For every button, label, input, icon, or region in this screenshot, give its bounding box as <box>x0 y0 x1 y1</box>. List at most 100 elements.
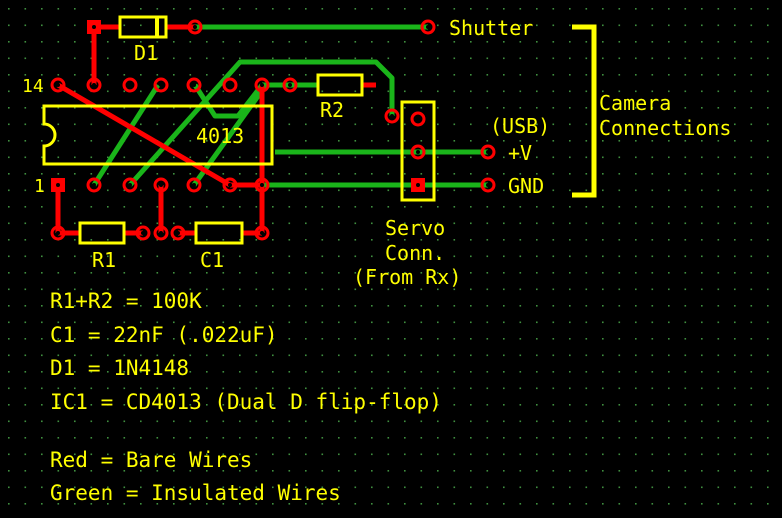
wire-pin2-r2 <box>91 83 161 187</box>
grid-dot <box>189 41 192 43</box>
grid-dot <box>305 8 307 10</box>
grid-dot <box>684 420 687 423</box>
grid-dot <box>305 41 307 43</box>
grid-dot <box>717 255 720 258</box>
grid-dot <box>321 404 324 406</box>
round-pad <box>153 77 169 93</box>
grid-dot <box>618 140 621 142</box>
grid-dot <box>519 453 522 456</box>
grid-dot <box>371 321 373 324</box>
grid-dot <box>635 420 637 423</box>
label-gnd: GND <box>508 174 544 198</box>
grid-dot <box>272 470 274 472</box>
grid-dot <box>651 288 654 291</box>
grid-dot <box>321 173 324 175</box>
grid-dot <box>206 354 208 357</box>
grid-dot <box>684 239 687 241</box>
grid-dot <box>602 503 604 505</box>
grid-dot <box>404 387 406 390</box>
grid-dot <box>585 57 588 60</box>
round-pad <box>410 111 426 127</box>
grid-dot <box>354 420 357 423</box>
grid-dot <box>519 354 522 357</box>
grid-dot <box>41 387 43 390</box>
grid-dot <box>552 222 555 225</box>
grid-dot <box>140 437 142 439</box>
grid-dot <box>239 486 241 489</box>
grid-dot <box>651 90 654 93</box>
grid-dot <box>503 8 505 10</box>
grid-dot <box>90 321 93 324</box>
grid-dot <box>486 272 489 274</box>
grid-dot <box>536 437 538 439</box>
grid-dot <box>569 371 571 373</box>
grid-dot <box>338 321 340 324</box>
grid-dot <box>585 123 588 126</box>
pad-hole <box>193 25 197 29</box>
grid-dot <box>668 321 670 324</box>
grid-dot <box>305 90 307 93</box>
grid-dot <box>206 503 208 505</box>
grid-dot <box>618 222 621 225</box>
grid-dot <box>404 189 406 192</box>
grid-dot <box>668 354 670 357</box>
grid-dot <box>272 486 274 489</box>
grid-dot <box>189 57 192 60</box>
grid-dot <box>338 371 340 373</box>
grid-dot <box>651 140 654 142</box>
grid-dot <box>750 437 753 439</box>
grid-dot <box>321 222 324 225</box>
grid-dot <box>74 338 76 340</box>
grid-dot <box>420 404 423 406</box>
grid-dot <box>767 420 769 423</box>
grid-dot <box>371 156 373 159</box>
grid-dot <box>288 189 291 192</box>
grid-dot <box>107 123 109 126</box>
grid-dot <box>404 453 406 456</box>
grid-dot <box>569 24 571 27</box>
grid-dot <box>74 41 76 43</box>
grid-dot <box>222 107 225 109</box>
grid-dot <box>305 156 307 159</box>
grid-dot <box>255 338 258 340</box>
grid-dot <box>734 173 736 175</box>
grid-dot <box>585 189 588 192</box>
grid-dot <box>684 57 687 60</box>
silkscreen-text: D1 R2 R1 C1 4013 14 1 Shutter (USB) +V G… <box>22 16 731 505</box>
grid-dot <box>618 8 621 10</box>
grid-dot <box>635 140 637 142</box>
grid-dot <box>288 255 291 258</box>
grid-dot <box>321 486 324 489</box>
grid-dot <box>717 354 720 357</box>
grid-dot <box>41 288 43 291</box>
grid-dot <box>420 486 423 489</box>
grid-dot <box>206 453 208 456</box>
grid-dot <box>338 354 340 357</box>
grid-dot <box>321 503 324 505</box>
grid-dot <box>618 206 621 208</box>
grid-dot <box>57 321 60 324</box>
grid-dot <box>371 8 373 10</box>
grid-dot <box>255 156 258 159</box>
grid-dot <box>717 305 720 307</box>
grid-dot <box>437 24 439 27</box>
grid-dot <box>74 437 76 439</box>
grid-dot <box>437 123 439 126</box>
grid-dot <box>486 90 489 93</box>
grid-dot <box>453 404 456 406</box>
grid-dot <box>734 140 736 142</box>
grid-dot <box>107 371 109 373</box>
grid-dot <box>437 90 439 93</box>
grid-dot <box>41 74 43 76</box>
grid-dot <box>635 90 637 93</box>
grid-dot <box>189 321 192 324</box>
grid-dot <box>734 470 736 472</box>
grid-dot <box>404 41 406 43</box>
grid-dot <box>635 255 637 258</box>
grid-dot <box>552 354 555 357</box>
grid-dot <box>288 404 291 406</box>
grid-dot <box>767 354 769 357</box>
grid-dot <box>668 24 670 27</box>
grid-dot <box>602 255 604 258</box>
grid-dot <box>420 272 423 274</box>
